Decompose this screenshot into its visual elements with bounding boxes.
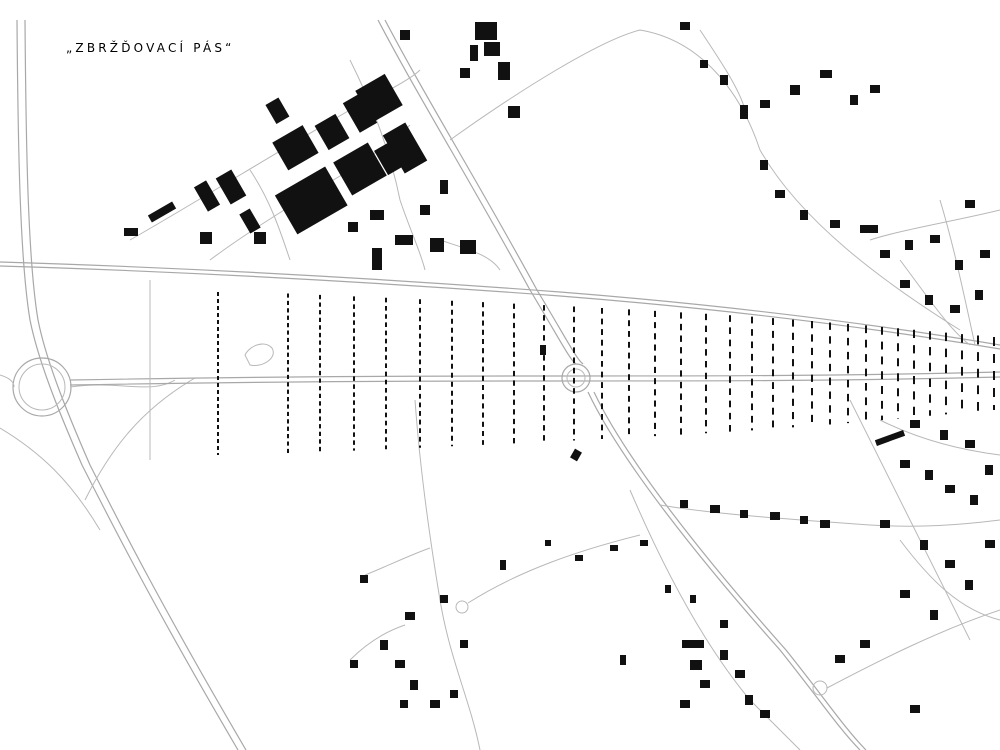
map-title: „ZBRŽĎOVACÍ PÁS“ (66, 40, 235, 55)
road-network (0, 19, 1000, 750)
brake-strip-lines (217, 292, 995, 455)
buildings (124, 22, 995, 718)
